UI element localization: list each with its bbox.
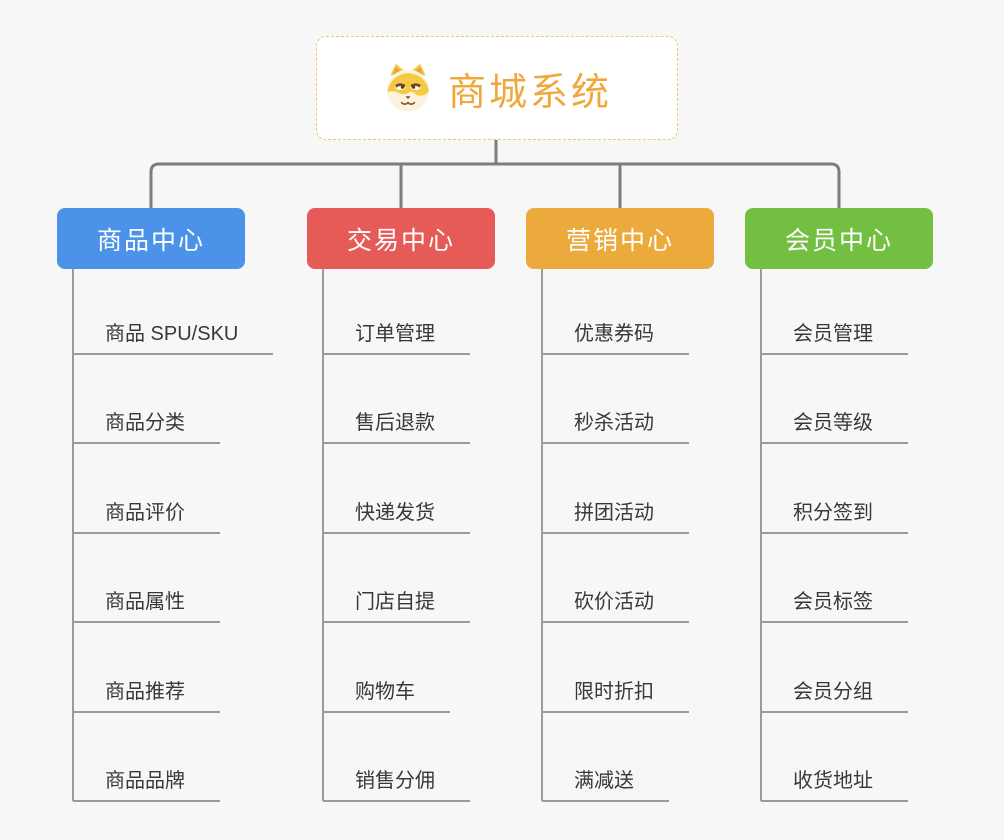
branch-node-trade-center[interactable]: 交易中心 [307,208,495,269]
child-node[interactable]: 满减送 [542,764,669,802]
child-node[interactable]: 收货地址 [761,764,908,802]
child-node[interactable]: 会员分组 [761,675,908,713]
child-node[interactable]: 商品推荐 [73,675,220,713]
child-node[interactable]: 商品分类 [73,406,220,444]
child-node[interactable]: 限时折扣 [542,675,689,713]
branch-node-marketing-center[interactable]: 营销中心 [526,208,714,269]
child-node[interactable]: 优惠券码 [542,317,689,355]
child-node[interactable]: 购物车 [323,675,450,713]
child-node[interactable]: 会员标签 [761,585,908,623]
child-node[interactable]: 积分签到 [761,496,908,534]
child-node[interactable]: 会员等级 [761,406,908,444]
child-node[interactable]: 商品评价 [73,496,220,534]
bus-line [149,162,841,208]
root-node[interactable]: 商城系统 [316,36,678,140]
branch-node-member-center[interactable]: 会员中心 [745,208,933,269]
branch-label: 交易中心 [346,226,455,255]
branch-label: 营销中心 [565,226,674,255]
child-node[interactable]: 商品属性 [73,585,220,623]
child-node[interactable]: 快递发货 [323,496,470,534]
child-node[interactable]: 商品 SPU/SKU [73,317,274,355]
child-node[interactable]: 会员管理 [761,317,908,355]
child-node[interactable]: 订单管理 [323,317,470,355]
child-node[interactable]: 销售分佣 [323,764,470,802]
branch-node-product-center[interactable]: 商品中心 [57,208,245,269]
child-node[interactable]: 门店自提 [323,585,470,623]
child-node[interactable]: 拼团活动 [542,496,689,534]
child-node[interactable]: 商品品牌 [73,764,220,802]
branch-label: 会员中心 [784,226,893,255]
child-node[interactable]: 售后退款 [323,406,470,444]
branch-label: 商品中心 [96,226,205,255]
child-node[interactable]: 秒杀活动 [542,406,689,444]
child-node[interactable]: 砍价活动 [542,585,689,623]
dog-face-icon [387,63,429,112]
root-title: 商城系统 [447,71,612,114]
